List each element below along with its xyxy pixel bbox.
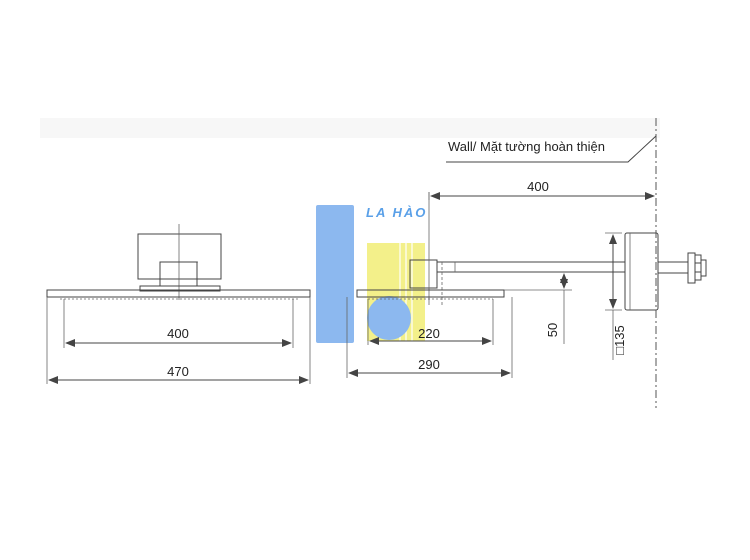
- side-view: Wall/ Mặt tường hoàn thiện 400 220 290 5…: [346, 118, 707, 408]
- lahao-logo: LA HÀO: [316, 205, 427, 343]
- front-dim-400-label: 400: [167, 326, 189, 341]
- front-back-plate: [137, 233, 222, 280]
- front-dim-470-label: 470: [167, 364, 189, 379]
- logo-blue-bar: [316, 205, 354, 343]
- side-connector: [409, 259, 438, 289]
- watermark-band: [40, 118, 660, 138]
- front-head-plate: [46, 289, 311, 298]
- side-dim-220-label: 220: [418, 326, 440, 341]
- side-head-plate: [356, 289, 505, 298]
- side-dim-135-label: □135: [612, 325, 627, 355]
- side-dim-290-label: 290: [418, 357, 440, 372]
- logo-text: LA HÀO: [366, 205, 427, 220]
- wall-label: Wall/ Mặt tường hoàn thiện: [448, 139, 605, 154]
- side-dim-400-label: 400: [527, 179, 549, 194]
- logo-blue-circle: [367, 296, 411, 340]
- wall-leader: [446, 135, 657, 163]
- front-connector: [159, 261, 198, 287]
- wall-pipe: [657, 261, 689, 274]
- front-view: 400 470: [46, 224, 311, 384]
- side-dim-50-label: 50: [545, 323, 560, 337]
